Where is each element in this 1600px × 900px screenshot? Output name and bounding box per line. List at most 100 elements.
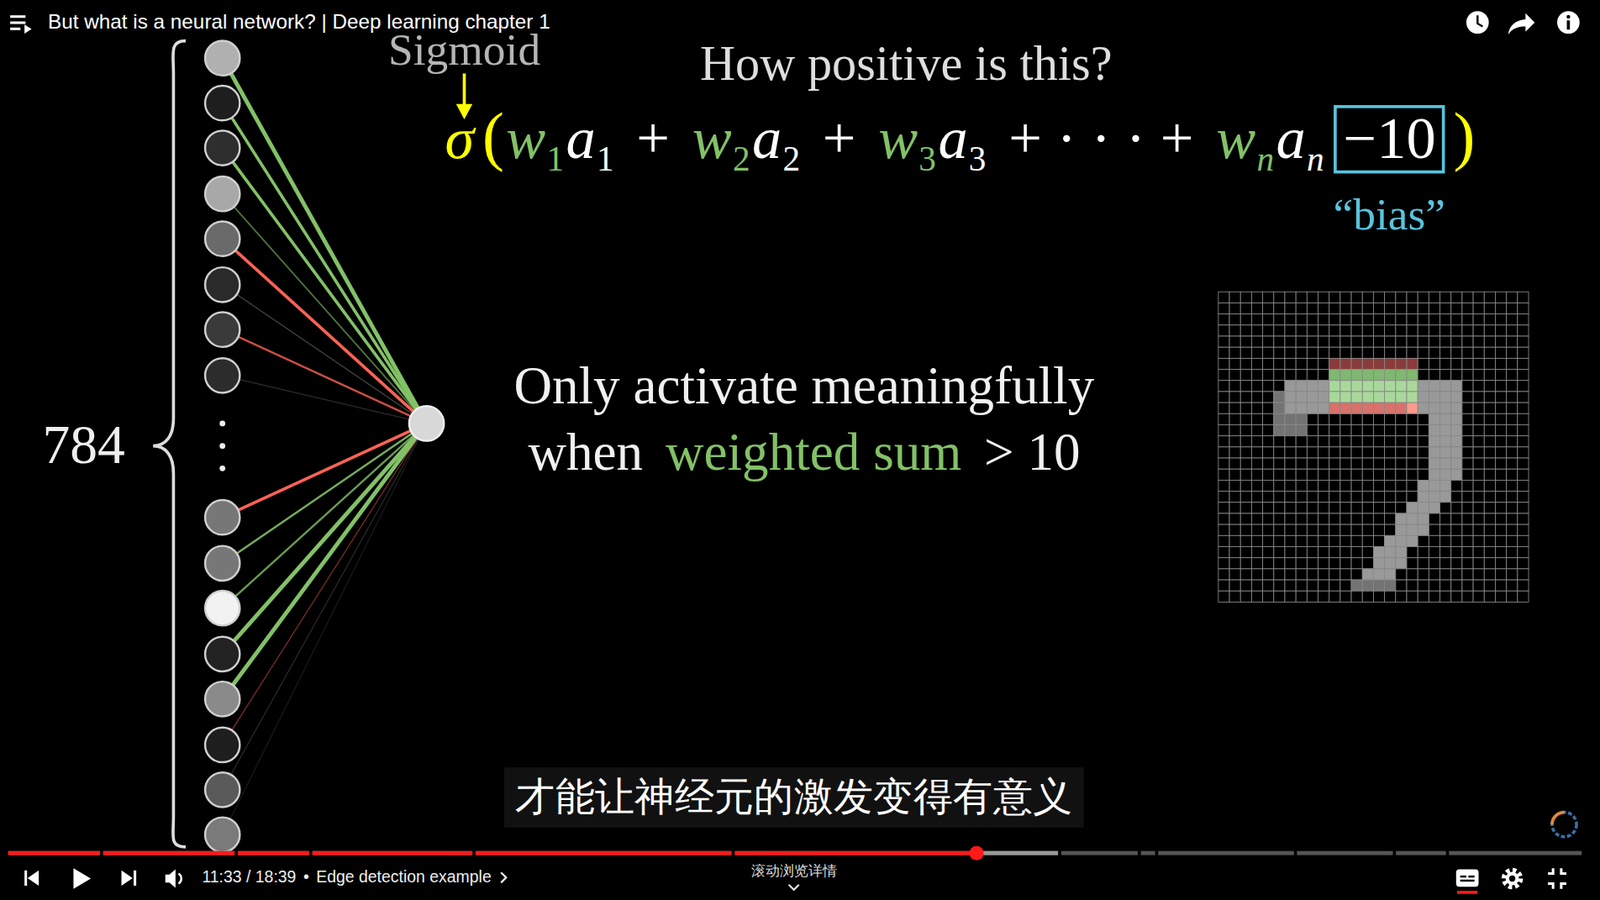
pixel-cell: [1517, 357, 1529, 369]
pixel-cell: [1318, 291, 1330, 303]
pixel-cell: [1251, 325, 1263, 337]
pixel-cell: [1306, 402, 1318, 414]
playlist-icon: [10, 15, 26, 18]
pixel-cell: [1506, 457, 1518, 469]
pixel-cell: [1406, 447, 1418, 458]
pixel-cell: [1451, 491, 1463, 503]
pixel-cell: [1329, 336, 1341, 348]
pixel-cell: [1406, 357, 1418, 369]
pixel-cell: [1229, 491, 1241, 503]
pixel-cell: [1517, 380, 1529, 392]
pixel-cell: [1218, 413, 1230, 425]
pixel-cell: [1229, 413, 1241, 425]
pixel-cell: [1295, 557, 1307, 569]
pixel-cell: [1240, 325, 1252, 337]
pixel-cell: [1229, 325, 1241, 337]
pixel-cell: [1473, 424, 1485, 436]
pixel-cell: [1384, 436, 1396, 448]
pixel-cell: [1440, 479, 1452, 491]
pixel-cell: [1251, 447, 1263, 458]
pixel-cell: [1362, 325, 1374, 337]
pixel-cell: [1273, 590, 1285, 602]
pixel-cell: [1295, 424, 1307, 436]
pixel-cell: [1462, 291, 1474, 303]
pixel-cell: [1240, 491, 1252, 503]
pixel-cell: [1240, 347, 1252, 358]
pixel-cell: [1362, 524, 1374, 536]
pixel-cell: [1329, 513, 1341, 525]
synapse-line: [222, 423, 427, 835]
pixel-cell: [1384, 479, 1396, 491]
pixel-cell: [1273, 547, 1285, 558]
pixel-cell: [1306, 424, 1318, 436]
pixel-cell: [1473, 357, 1485, 369]
pixel-cell: [1406, 436, 1418, 448]
pixel-cell: [1284, 291, 1296, 303]
pixel-cell: [1295, 547, 1307, 558]
pixel-cell: [1263, 513, 1274, 525]
pixel-cell: [1306, 357, 1318, 369]
chapter-chevron: [498, 870, 509, 885]
pixel-cell: [1295, 590, 1307, 602]
pixel-cell: [1240, 557, 1252, 569]
pixel-cell: [1395, 413, 1407, 425]
pixel-cell: [1373, 314, 1385, 326]
pixel-cell: [1517, 535, 1529, 547]
ellipsis-dot: [219, 465, 226, 472]
pixel-cell: [1273, 447, 1285, 458]
pixel-cell: [1263, 535, 1274, 547]
pixel-cell: [1251, 314, 1263, 326]
pixel-cell: [1263, 347, 1274, 358]
pixel-cell: [1329, 424, 1341, 436]
pixel-cell: [1218, 457, 1230, 469]
pixel-cell: [1306, 513, 1318, 525]
pixel-cell: [1462, 369, 1474, 381]
pixel-cell: [1451, 369, 1463, 381]
pixel-cell: [1506, 402, 1518, 414]
pixel-cell: [1306, 579, 1318, 591]
pixel-cell: [1373, 513, 1385, 525]
pixel-cell: [1351, 535, 1363, 547]
input-neuron: [205, 221, 240, 257]
pixel-cell: [1417, 325, 1429, 337]
pixel-cell: [1462, 436, 1474, 448]
pixel-cell: [1240, 568, 1252, 580]
pixel-cell: [1384, 579, 1396, 591]
pixel-cell: [1329, 436, 1341, 448]
pixel-cell: [1384, 502, 1396, 514]
pixel-cell: [1229, 547, 1241, 558]
synapse-line: [222, 423, 427, 564]
pixel-cell: [1229, 447, 1241, 458]
pixel-cell: [1428, 336, 1440, 348]
pixel-cell: [1340, 491, 1352, 503]
pixel-cell: [1251, 369, 1263, 381]
pixel-cell: [1263, 468, 1274, 480]
pixel-cell: [1462, 457, 1474, 469]
pixel-cell: [1351, 302, 1363, 314]
formula-subscript: 1: [596, 138, 615, 181]
pixel-cell: [1506, 579, 1518, 591]
pixel-cell: [1218, 314, 1230, 326]
pixel-cell: [1251, 557, 1263, 569]
pixel-cell: [1473, 391, 1485, 403]
condition-text: Only activate meaningfully: [513, 355, 1095, 417]
pixel-cell: [1229, 380, 1241, 392]
pixel-cell: [1406, 502, 1418, 514]
pixel-cell: [1273, 336, 1285, 348]
pixel-cell: [1306, 491, 1318, 503]
pixel-cell: [1273, 424, 1285, 436]
pixel-cell: [1440, 357, 1452, 369]
pixel-cell: [1251, 391, 1263, 403]
pixel-cell: [1284, 479, 1296, 491]
pixel-cell: [1251, 347, 1263, 358]
pixel-cell: [1240, 524, 1252, 536]
pixel-cell: [1484, 391, 1495, 403]
pixel-cell: [1240, 590, 1252, 602]
pixel-cell: [1229, 524, 1241, 536]
pixel-cell: [1451, 291, 1463, 303]
subtitles-icon: [1460, 875, 1467, 878]
chapter-gap: [472, 850, 476, 857]
pixel-cell: [1440, 524, 1452, 536]
pixel-cell: [1417, 436, 1429, 448]
pixel-cell: [1295, 302, 1307, 314]
